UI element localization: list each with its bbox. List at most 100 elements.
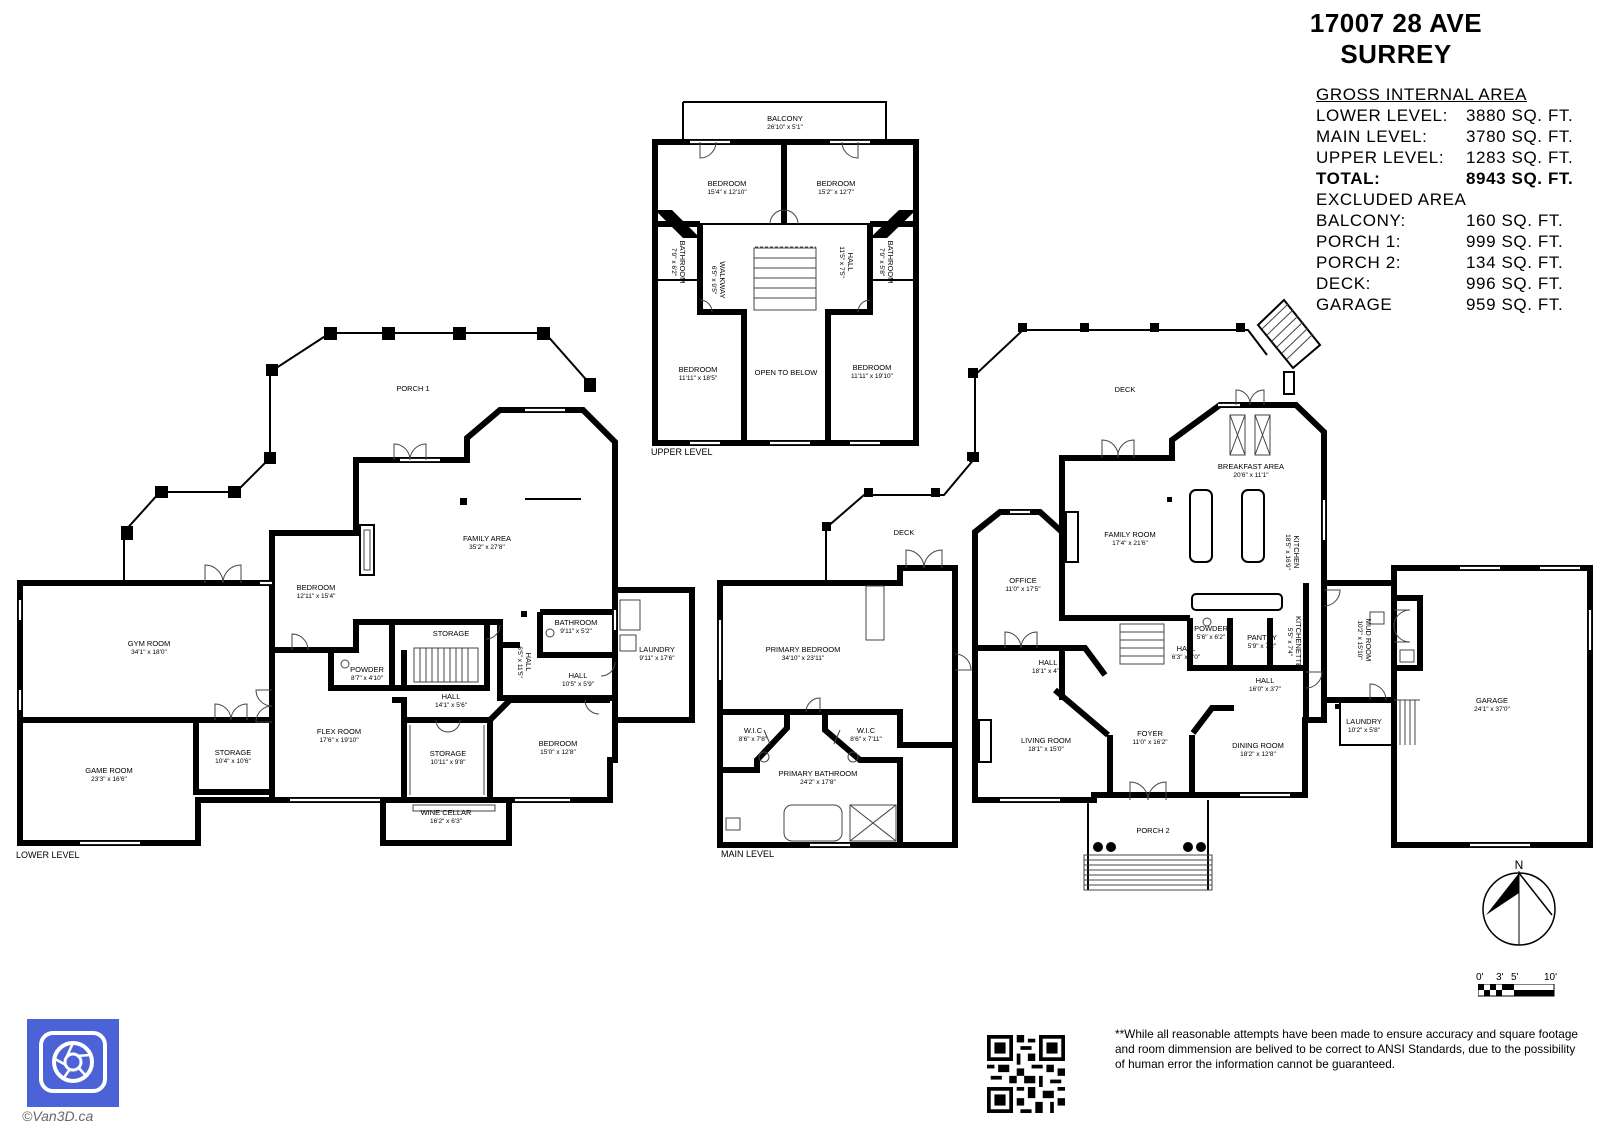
area-label: PORCH 2:: [1316, 253, 1402, 272]
room-label: FAMILY ROOM: [1104, 530, 1155, 539]
van3d-logo: [27, 1019, 119, 1107]
room-label: DECK: [1115, 385, 1136, 394]
room-label: BATHROOM: [678, 241, 687, 284]
room-dims: 16'2" x 6'3": [430, 818, 463, 825]
room-label: HALL: [1177, 644, 1196, 653]
room-dims: 5'6" x 6'2": [1197, 634, 1226, 641]
room-dims: 24'1" x 37'0": [1474, 706, 1510, 713]
room-dims: 18'1" x 4'7": [1032, 668, 1065, 675]
room-label: BREAKFAST AREA: [1218, 462, 1284, 471]
room-dims: 6'5" x 11'5": [516, 646, 523, 678]
room-label: BEDROOM: [297, 583, 336, 592]
room-label: HALL: [442, 692, 461, 701]
room-label: PORCH 2: [1136, 826, 1169, 835]
room-label: WINE CELLAR: [421, 808, 472, 817]
room-label: HALL: [569, 671, 588, 680]
area-value: 3880 SQ. FT.: [1466, 106, 1574, 125]
room-label: HALL: [846, 253, 855, 272]
scale-bar: 0' 3' 5' 10': [1476, 972, 1568, 1004]
room-dims: 17'6" x 19'10": [319, 737, 359, 744]
room-dims: 15'0" x 12'8": [540, 749, 576, 756]
total-value: 8943 SQ. FT.: [1466, 169, 1574, 188]
room-dims: 8'6" x 7'11": [850, 736, 882, 743]
room-label: BEDROOM: [679, 365, 718, 374]
room-label: W.I.C: [857, 726, 876, 735]
room-dims: 11'11" x 18'5": [679, 375, 718, 382]
room-dims: 5'9" x 7'2": [1248, 643, 1277, 650]
area-value: 999 SQ. FT.: [1466, 232, 1564, 251]
room-label: DECK: [894, 528, 915, 537]
room-dims: 10'4" x 10'6": [215, 758, 251, 765]
room-label: PANTRY: [1247, 633, 1277, 642]
room-dims: 15'2" x 12'7": [818, 189, 854, 196]
area-label: DECK:: [1316, 274, 1371, 293]
room-label: STORAGE: [430, 749, 467, 758]
room-label: PRIMARY BEDROOM: [766, 645, 841, 654]
room-label: STORAGE: [215, 748, 252, 757]
area-value: 959 SQ. FT.: [1466, 295, 1564, 314]
north-compass-icon: N: [1482, 858, 1556, 946]
room-label: PRIMARY BATHROOM: [779, 769, 858, 778]
copyright-text: ©Van3D.ca: [22, 1108, 94, 1124]
area-value: 134 SQ. FT.: [1466, 253, 1564, 272]
room-label: GAME ROOM: [85, 766, 133, 775]
total-label: TOTAL:: [1316, 169, 1381, 188]
gross-area-heading: GROSS INTERNAL AREA: [1316, 85, 1528, 104]
room-dims: 12'11" x 15'4": [297, 593, 336, 600]
room-dims: 20'6" x 11'1": [1233, 472, 1269, 479]
room-label: GYM ROOM: [128, 639, 171, 648]
level-label-lower: LOWER LEVEL: [16, 850, 80, 860]
room-dims: 6'3" x 8'0": [1172, 654, 1201, 661]
room-label: DINING ROOM: [1232, 741, 1284, 750]
room-labels: BALCONY 26'10" x 5'1" BEDROOM 15'4" x 12…: [16, 114, 1511, 860]
room-dims: 18'5" x 16'9": [1284, 534, 1291, 570]
room-dims: 11'0" x 16'2": [1132, 739, 1168, 746]
room-label: BALCONY: [767, 114, 803, 123]
lower-level-plan: [17, 327, 695, 846]
room-label: KITCHENETTE: [1294, 616, 1303, 668]
room-dims: 10'2" x 5'8": [1348, 727, 1381, 734]
disclaimer-text: **While all reasonable attempts have bee…: [1115, 1027, 1578, 1071]
address-line-1: 17007 28 AVE: [1309, 8, 1483, 38]
area-value: 160 SQ. FT.: [1466, 211, 1564, 230]
room-dims: 35'2" x 27'8": [469, 544, 505, 551]
room-dims: 9'11" x 17'6": [639, 655, 675, 662]
room-label: GARAGE: [1476, 696, 1508, 705]
area-value: 996 SQ. FT.: [1466, 274, 1564, 293]
room-dims: 15'4" x 12'10": [707, 189, 747, 196]
room-dims: 14'1" x 5'6": [435, 702, 468, 709]
area-value: 3780 SQ. FT.: [1466, 127, 1574, 146]
main-level-plan: [717, 298, 1593, 891]
room-label: FOYER: [1137, 729, 1163, 738]
room-dims: 11'5" x 7'5": [838, 246, 845, 278]
room-dims: 11'11" x 19'10": [851, 373, 894, 380]
level-label-upper: UPPER LEVEL: [651, 447, 713, 457]
room-dims: 7'9" x 6'2": [670, 248, 677, 277]
room-label: LIVING ROOM: [1021, 736, 1071, 745]
room-dims: 24'2" x 17'8": [800, 779, 836, 786]
room-label: FAMILY AREA: [463, 534, 511, 543]
area-label: PORCH 1:: [1316, 232, 1402, 251]
room-dims: 10'2" x 15'10": [1356, 620, 1363, 660]
level-label-main: MAIN LEVEL: [721, 849, 774, 859]
room-label: PORCH 1: [396, 384, 429, 393]
room-label: LAUNDRY: [639, 645, 675, 654]
room-dims: 10'11" x 9'8": [430, 759, 466, 766]
room-dims: 16'0" x 3'7": [1249, 686, 1282, 693]
room-label: BEDROOM: [853, 363, 892, 372]
room-dims: 6'5" x 9'5": [710, 266, 717, 295]
area-label: GARAGE: [1316, 295, 1393, 314]
room-label: HALL: [524, 653, 533, 672]
room-label: BATHROOM: [555, 618, 598, 627]
scale-tick: 0': [1476, 972, 1484, 983]
room-label: POWDER: [350, 665, 384, 674]
room-label: BEDROOM: [817, 179, 856, 188]
room-label: HALL: [1039, 658, 1058, 667]
scale-tick: 5': [1511, 972, 1519, 983]
room-dims: 10'5" x 5'9": [562, 681, 595, 688]
room-label: FLEX ROOM: [317, 727, 361, 736]
room-label: OPEN TO BELOW: [755, 368, 819, 377]
room-dims: 8'6" x 7'8": [739, 736, 768, 743]
room-label: BATHROOM: [886, 241, 895, 284]
